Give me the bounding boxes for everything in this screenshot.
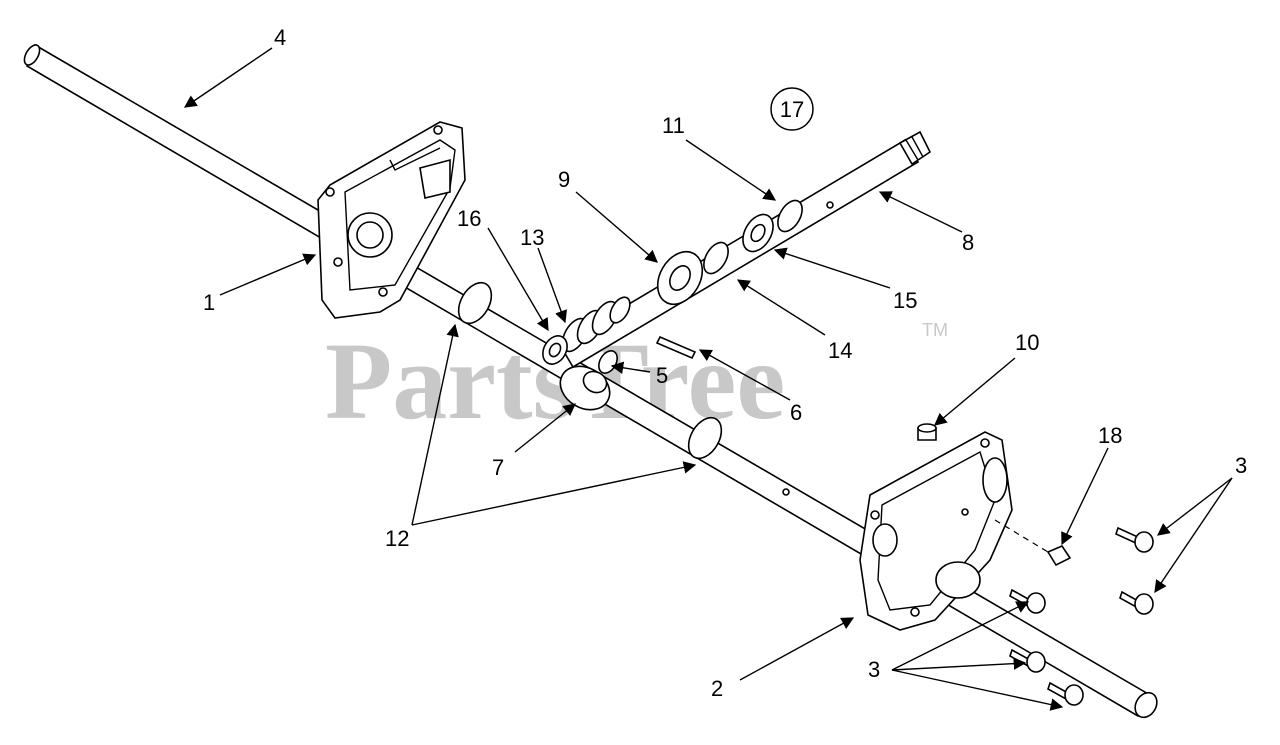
spacer-12-left[interactable] bbox=[452, 277, 498, 329]
plug-10[interactable] bbox=[917, 423, 937, 441]
callout-6[interactable]: 6 bbox=[790, 400, 802, 425]
spacer-12-right[interactable] bbox=[682, 412, 728, 464]
callout-10[interactable]: 10 bbox=[1015, 330, 1039, 355]
callout-13[interactable]: 13 bbox=[520, 225, 544, 250]
callout-15[interactable]: 15 bbox=[893, 288, 917, 313]
leader-lines bbox=[183, 47, 1233, 711]
right-gear-housing[interactable] bbox=[859, 431, 1013, 631]
callout-12[interactable]: 12 bbox=[385, 526, 409, 551]
callout-3-bolts-bottom[interactable]: 3 bbox=[868, 657, 880, 682]
bolt-3-e[interactable] bbox=[1047, 681, 1084, 706]
callout-11[interactable]: 11 bbox=[662, 113, 685, 138]
callout-2[interactable]: 2 bbox=[711, 676, 723, 701]
fitting-18[interactable] bbox=[994, 519, 1072, 567]
callout-18[interactable]: 18 bbox=[1098, 423, 1122, 448]
thrust-bearing-9[interactable] bbox=[649, 244, 712, 312]
callout-4[interactable]: 4 bbox=[274, 25, 286, 50]
callout-1[interactable]: 1 bbox=[203, 290, 215, 315]
callout-14[interactable]: 14 bbox=[828, 338, 852, 363]
watermark-trademark: TM bbox=[922, 320, 948, 340]
bushing-16[interactable] bbox=[538, 332, 572, 369]
bearing-15[interactable] bbox=[737, 209, 780, 257]
left-gear-housing[interactable] bbox=[317, 121, 466, 319]
callout-7[interactable]: 7 bbox=[492, 455, 504, 480]
group-label-text: 17 bbox=[780, 97, 804, 122]
callout-8[interactable]: 8 bbox=[962, 230, 974, 255]
callout-3-bolts-right[interactable]: 3 bbox=[1235, 453, 1247, 478]
bolt-3-a[interactable] bbox=[1115, 526, 1154, 553]
callout-16[interactable]: 16 bbox=[457, 206, 481, 231]
callout-5[interactable]: 5 bbox=[656, 363, 668, 388]
bolt-3-b[interactable] bbox=[1119, 590, 1154, 615]
group-label-17: 17 bbox=[770, 87, 814, 131]
washer-11[interactable] bbox=[773, 196, 807, 235]
bolt-3-d[interactable] bbox=[1009, 648, 1046, 673]
callout-9[interactable]: 9 bbox=[558, 167, 570, 192]
worm-gear[interactable] bbox=[557, 294, 634, 356]
washer-14[interactable] bbox=[699, 238, 733, 277]
roll-pin-6[interactable] bbox=[655, 335, 697, 360]
